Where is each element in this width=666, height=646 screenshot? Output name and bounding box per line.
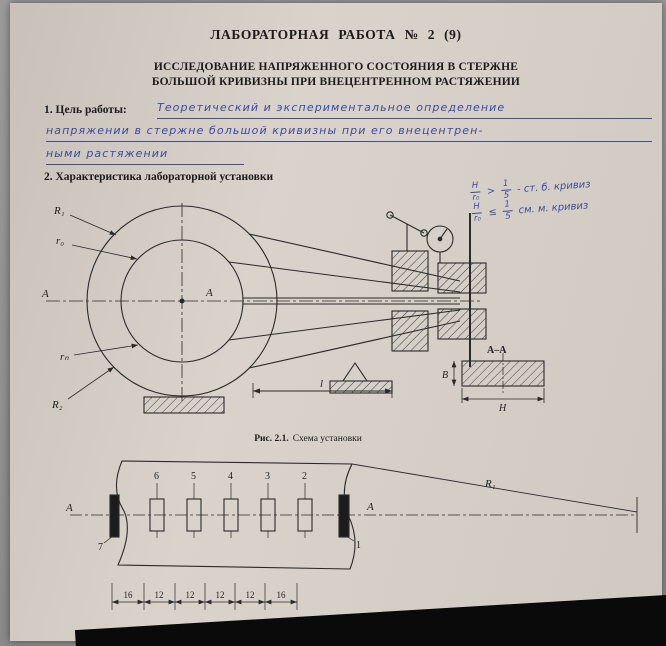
center-point: [179, 298, 185, 304]
grip-block-lower-right: [437, 308, 487, 340]
leader-R1: [69, 214, 117, 236]
handwritten-goal-line-3: ными растяжении: [46, 147, 244, 165]
label-R1: R₁: [484, 478, 496, 490]
dim-12-a: 12: [155, 590, 164, 600]
label-R2: R₂: [51, 399, 63, 411]
label-A-mid: A: [205, 287, 213, 299]
figure-2-1-caption-text: Схема установки: [292, 434, 362, 444]
label-A-left: A: [41, 288, 49, 300]
page-subtitle: ИССЛЕДОВАНИЕ НАПРЯЖЕННОГО СОСТОЯНИЯ В СТ…: [10, 60, 662, 90]
label-A-left: A: [65, 502, 73, 514]
gauge-number-7: 7: [98, 542, 103, 553]
gauge-number-3: 3: [265, 471, 270, 482]
dim-16-b: 16: [277, 590, 287, 600]
dial-indicator-needle: [439, 228, 448, 240]
label-A-right: A: [366, 501, 374, 513]
grip-block-upper-left: [391, 250, 429, 292]
specimen-outer-contour: [86, 205, 278, 397]
gauge-1-mark: [338, 494, 350, 538]
dim-16-a: 16: [124, 590, 134, 600]
figure-2-1-caption: Рис. 2.1.Схема установки: [0, 434, 634, 444]
grip-block-lower-left: [391, 310, 429, 352]
radius-ray-R1: [351, 463, 638, 513]
dim-12-d: 12: [246, 590, 255, 600]
document-page: ЛАБОРАТОРНАЯ РАБОТА № 2 (9) ИССЛЕДОВАНИЕ…: [10, 3, 662, 641]
label-section-AA: A–A: [487, 345, 507, 356]
number-leader-lines-top: [156, 483, 306, 499]
support-triangle: [341, 362, 369, 382]
label-R1: R₁: [53, 205, 65, 217]
lever-knob-right: [420, 229, 428, 237]
setup-labels: R₁ r₀ A A rₙ R₂ l A–A B H: [41, 205, 507, 414]
setup-drawing: [46, 203, 545, 414]
base-ground-hatch: [143, 396, 225, 414]
margin-note-text-1: - ст. б. кривиз: [516, 179, 591, 196]
figure-2-1-caption-label: Рис. 2.1.: [254, 434, 289, 444]
grip-block-upper-right: [437, 262, 487, 294]
label-r0: r₀: [56, 235, 64, 247]
gauge-number-4: 4: [228, 471, 233, 482]
section2-heading: 2. Характеристика лабораторной установки: [44, 171, 274, 183]
label-H: H: [498, 403, 507, 414]
dimension-extension-lines: [111, 583, 298, 610]
leader-rn: [73, 343, 139, 356]
gauge-tick-lines-bottom: [156, 531, 306, 538]
gauge-number-2: 2: [302, 471, 307, 482]
number-1-leader: [345, 535, 355, 542]
gauge-7-mark: [109, 494, 120, 538]
bar-segment-outline: [115, 460, 356, 570]
subtitle-line-1: ИССЛЕДОВАНИЕ НАПРЯЖЕННОГО СОСТОЯНИЯ В СТ…: [153, 61, 519, 73]
gauges-drawing: [70, 460, 638, 610]
gauge-number-1: 1: [356, 540, 361, 551]
specimen-inner-contour: [120, 239, 244, 363]
page-title: ЛАБОРАТОРНАЯ РАБОТА № 2 (9): [210, 27, 462, 42]
section1-heading: 1. Цель работы:: [44, 104, 127, 116]
handwritten-goal-line-2: напряжении в стержне большой кривизны пр…: [46, 124, 652, 142]
lever-knob-left: [386, 211, 394, 219]
gauge-number-6: 6: [154, 471, 159, 482]
label-rn: rₙ: [60, 351, 69, 363]
leader-R2: [67, 366, 115, 400]
leader-r0: [71, 244, 138, 260]
figure-2-2-gauges-diagram: A A R₁ 7 6 5 4 3 2 1 16 12 12 12 12 16: [65, 460, 638, 610]
label-l: l: [320, 378, 323, 390]
dim-12-c: 12: [216, 590, 225, 600]
dim-12-b: 12: [186, 590, 195, 600]
figure-2-1-setup-diagram: R₁ r₀ A A rₙ R₂ l A–A B H: [41, 203, 545, 414]
handwritten-goal-line-1: Теоретический и экспериментальное опреде…: [157, 101, 652, 119]
subtitle-line-2: БОЛЬШОЙ КРИВИЗНЫ ПРИ ВНЕЦЕНТРЕННОМ РАСТЯ…: [151, 75, 521, 88]
gauges-labels: A A R₁ 7 6 5 4 3 2 1 16 12 12 12 12 16: [65, 471, 496, 600]
number-7-leader: [103, 535, 114, 544]
label-B: B: [442, 370, 448, 381]
gauge-number-5: 5: [191, 471, 196, 482]
specimen-slot: [243, 297, 460, 305]
dimension-values: 16 12 12 12 12 16: [124, 590, 287, 600]
